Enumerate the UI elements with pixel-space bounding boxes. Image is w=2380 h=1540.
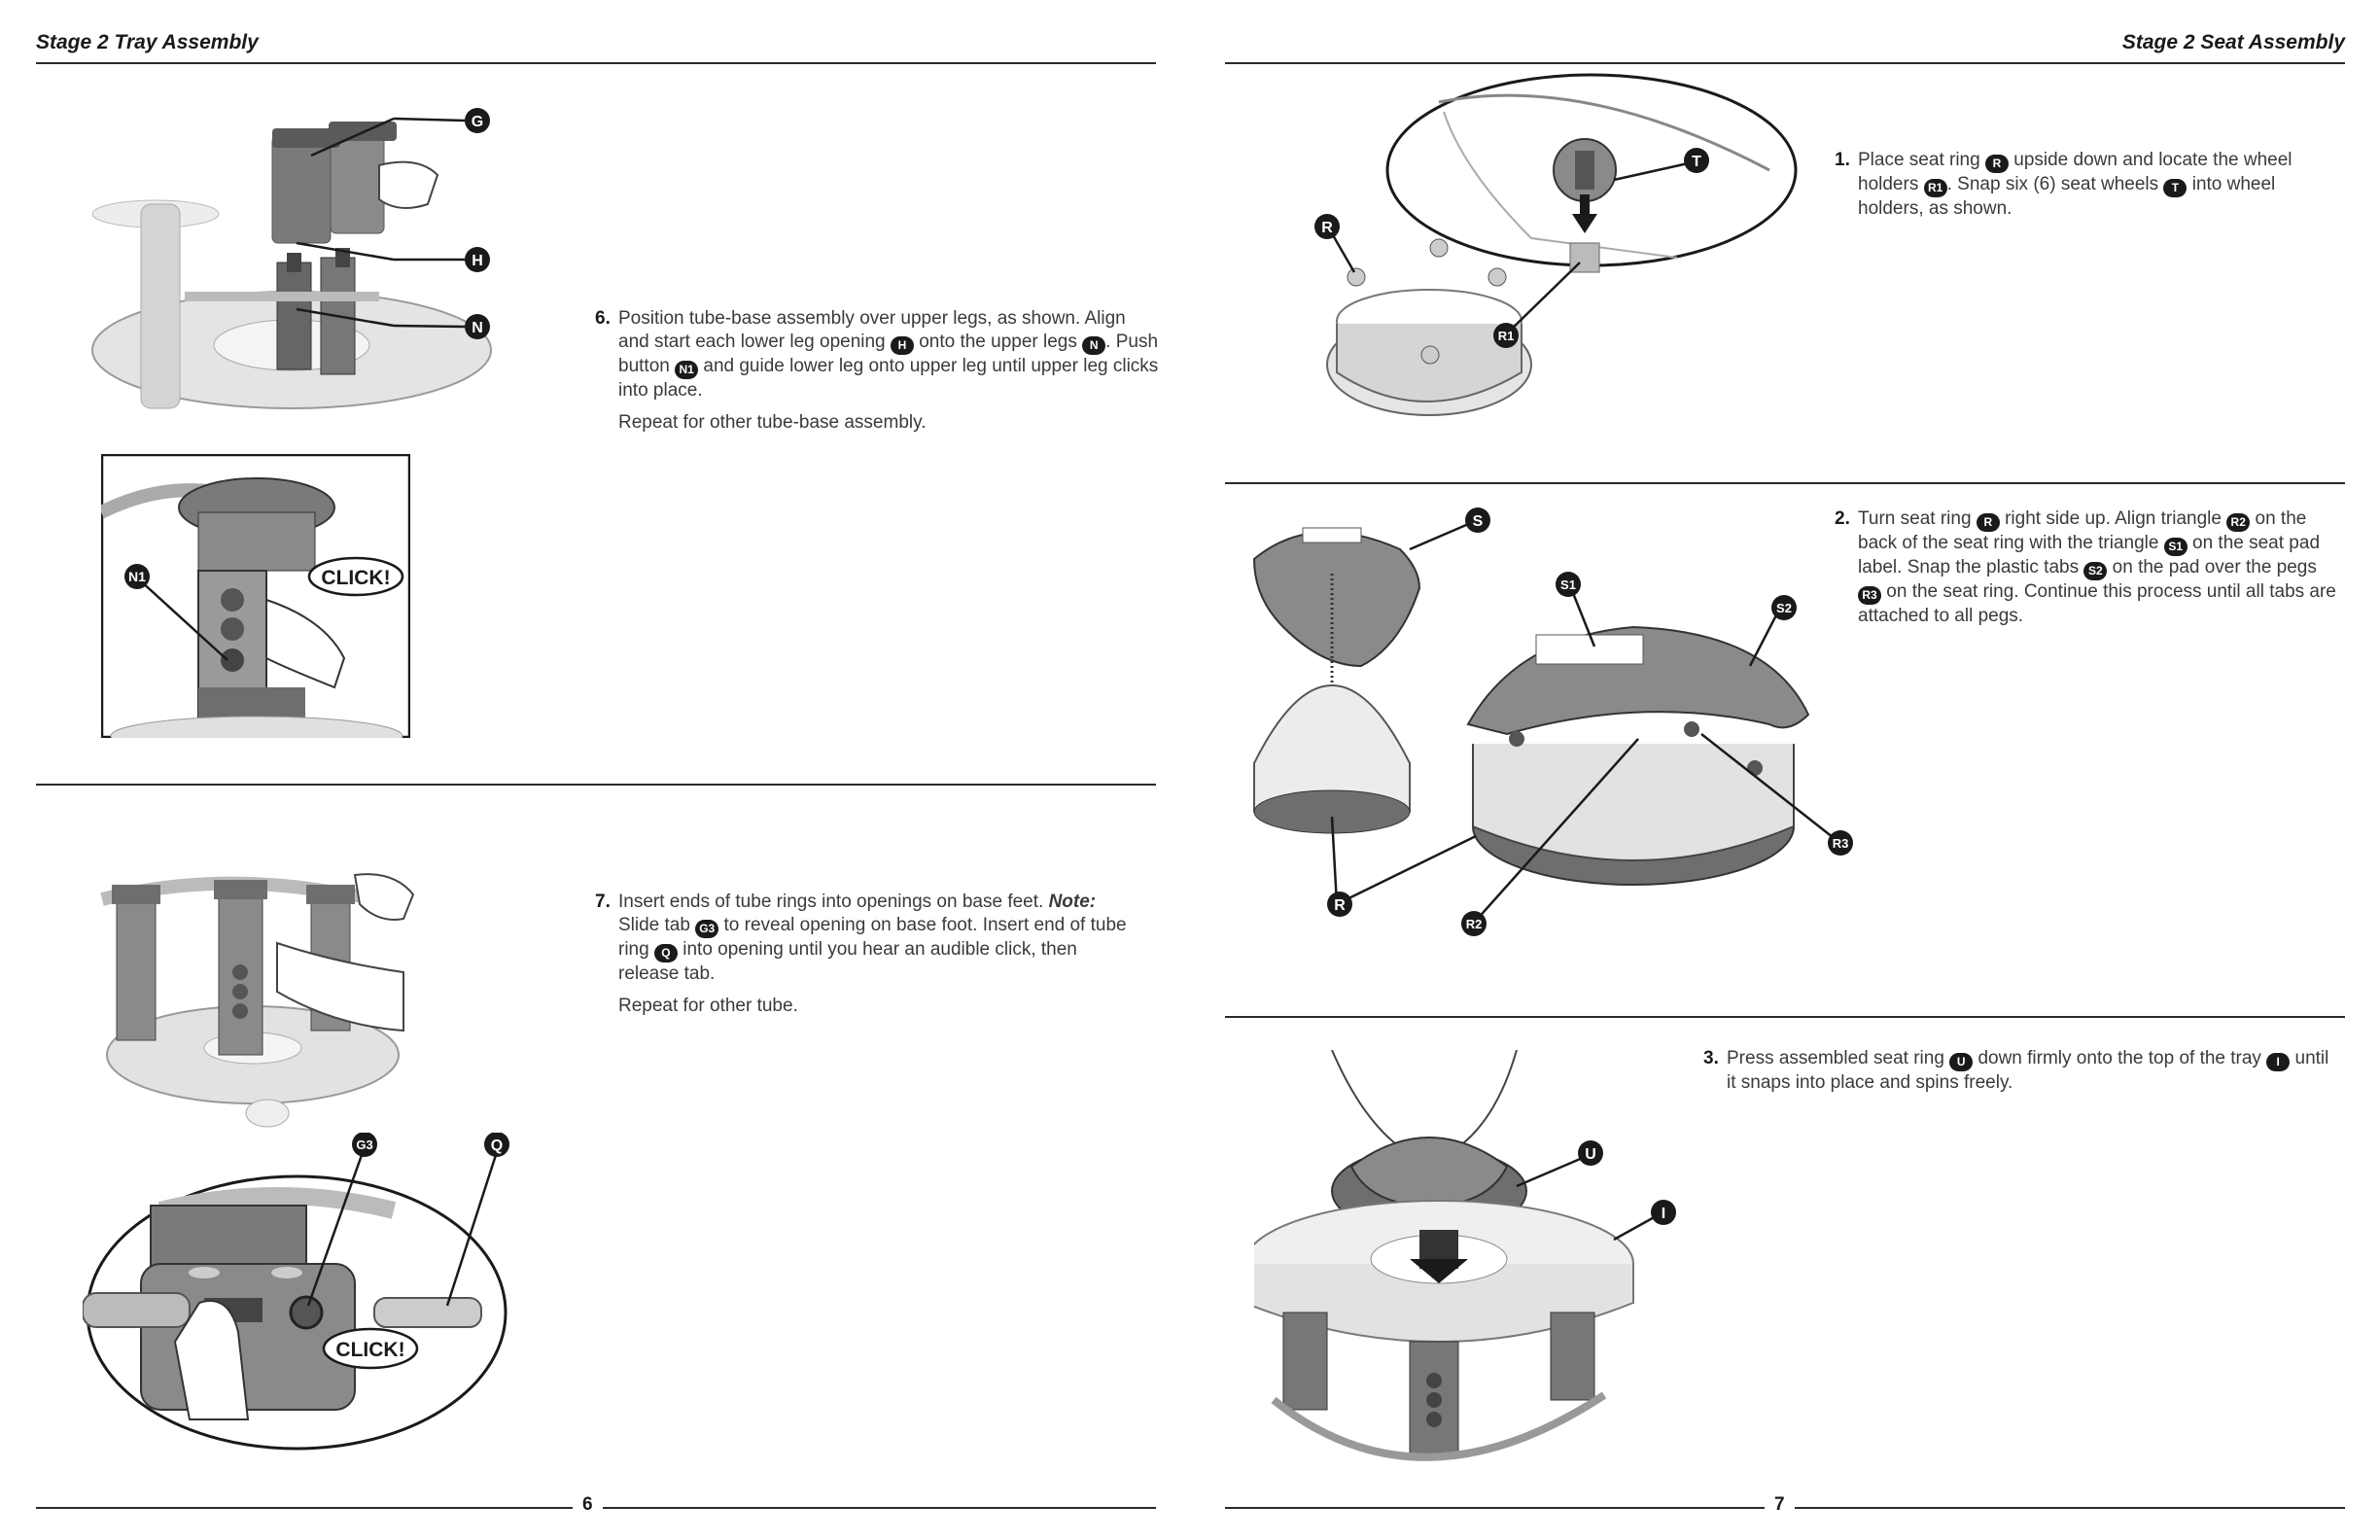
part-badge-u: U xyxy=(1949,1053,1974,1071)
step-1-illustration: R T R1 xyxy=(1314,73,1798,416)
part-badge-n: N xyxy=(1082,336,1106,355)
step-6-text: Position tube-base assembly over upper l… xyxy=(618,308,1159,401)
part-badge-q: Q xyxy=(653,944,678,962)
callout-r2: R2 xyxy=(1466,917,1483,931)
step-2-instructions: 2. Turn seat ring R right side up. Align… xyxy=(1835,508,2340,637)
step-2-text: Turn seat ring R right side up. Align tr… xyxy=(1858,508,2336,626)
part-badge-i: I xyxy=(2266,1053,2291,1071)
callout-t: T xyxy=(1692,154,1701,170)
click-label-2: CLICK! xyxy=(335,1339,404,1361)
step-3-number: 3. xyxy=(1703,1048,1719,1068)
left-header-rule xyxy=(36,62,1156,64)
part-badge-n1: N1 xyxy=(675,361,699,379)
callout-i: I xyxy=(1662,1206,1665,1222)
click-label-1: CLICK! xyxy=(321,567,390,589)
note-label: Note: xyxy=(1048,892,1097,912)
step-6-callouts: G H N xyxy=(296,108,490,339)
left-page-number: 6 xyxy=(573,1494,603,1516)
step-3-illustration: U I xyxy=(1254,1050,1676,1461)
step-6-number: 6. xyxy=(595,308,611,329)
step-7-text: Insert ends of tube rings into openings … xyxy=(618,892,1127,984)
step-6-repeat-note: Repeat for other tube-base assembly. xyxy=(618,412,927,433)
callout-s: S xyxy=(1473,513,1484,530)
part-badge-g3: G3 xyxy=(695,920,719,938)
callout-r-step2: R xyxy=(1334,897,1346,914)
step-7-illustration xyxy=(100,873,415,1128)
step-2-illustration: S S1 S2 R R2 R3 xyxy=(1252,508,1853,936)
part-badge-r-2: R xyxy=(1976,513,2000,532)
callout-n1: N1 xyxy=(128,569,146,584)
part-badge-s1: S1 xyxy=(2163,538,2188,556)
right-section-divider-2 xyxy=(1225,1016,2345,1018)
callout-q: Q xyxy=(491,1138,503,1154)
step-1-instructions: 1. Place seat ring R upside down and loc… xyxy=(1835,149,2340,229)
step-6-inset-detail: CLICK! N1 xyxy=(101,454,410,738)
step-7-repeat-note: Repeat for other tube. xyxy=(618,996,798,1016)
right-page-number: 7 xyxy=(1765,1494,1795,1516)
callout-r1: R1 xyxy=(1498,329,1515,343)
callout-n: N xyxy=(472,320,483,336)
callout-s2: S2 xyxy=(1776,601,1792,615)
step-2-number: 2. xyxy=(1835,508,1850,529)
step-3-instructions: 3. Press assembled seat ring U down firm… xyxy=(1703,1047,2340,1103)
step-3-text: Press assembled seat ring U down firmly … xyxy=(1727,1048,2329,1093)
part-badge-s2: S2 xyxy=(2083,562,2108,580)
left-section-divider xyxy=(36,784,1156,786)
callout-h: H xyxy=(472,253,483,269)
step-1-text: Place seat ring R upside down and locate… xyxy=(1858,150,2292,219)
part-badge-r3: R3 xyxy=(1858,586,1881,605)
step-7-number: 7. xyxy=(595,892,611,912)
right-page-header: Stage 2 Seat Assembly xyxy=(2121,31,2345,53)
part-badge-r2: R2 xyxy=(2226,513,2251,532)
part-badge-r1: R1 xyxy=(1923,179,1947,197)
part-badge-t: T xyxy=(2163,179,2188,197)
callout-g: G xyxy=(472,114,483,130)
part-badge-h: H xyxy=(890,336,914,355)
step-6-illustration xyxy=(91,122,492,409)
callout-g3: G3 xyxy=(356,1138,372,1152)
part-badge-r: R xyxy=(1984,155,2009,173)
callout-s1: S1 xyxy=(1560,578,1576,592)
step-1-number: 1. xyxy=(1835,150,1850,170)
callout-r3: R3 xyxy=(1833,836,1849,851)
left-page-header: Stage 2 Tray Assembly xyxy=(36,31,259,53)
step-7-instructions: 7. Insert ends of tube rings into openin… xyxy=(595,891,1139,1027)
right-section-divider-1 xyxy=(1225,482,2345,484)
step-7-inset-detail: CLICK! G3 Q xyxy=(83,1133,509,1451)
callout-u: U xyxy=(1585,1146,1596,1163)
step-6-instructions: 6. Position tube-base assembly over uppe… xyxy=(595,307,1159,443)
callout-r: R xyxy=(1321,220,1333,236)
right-header-rule xyxy=(1225,62,2345,64)
